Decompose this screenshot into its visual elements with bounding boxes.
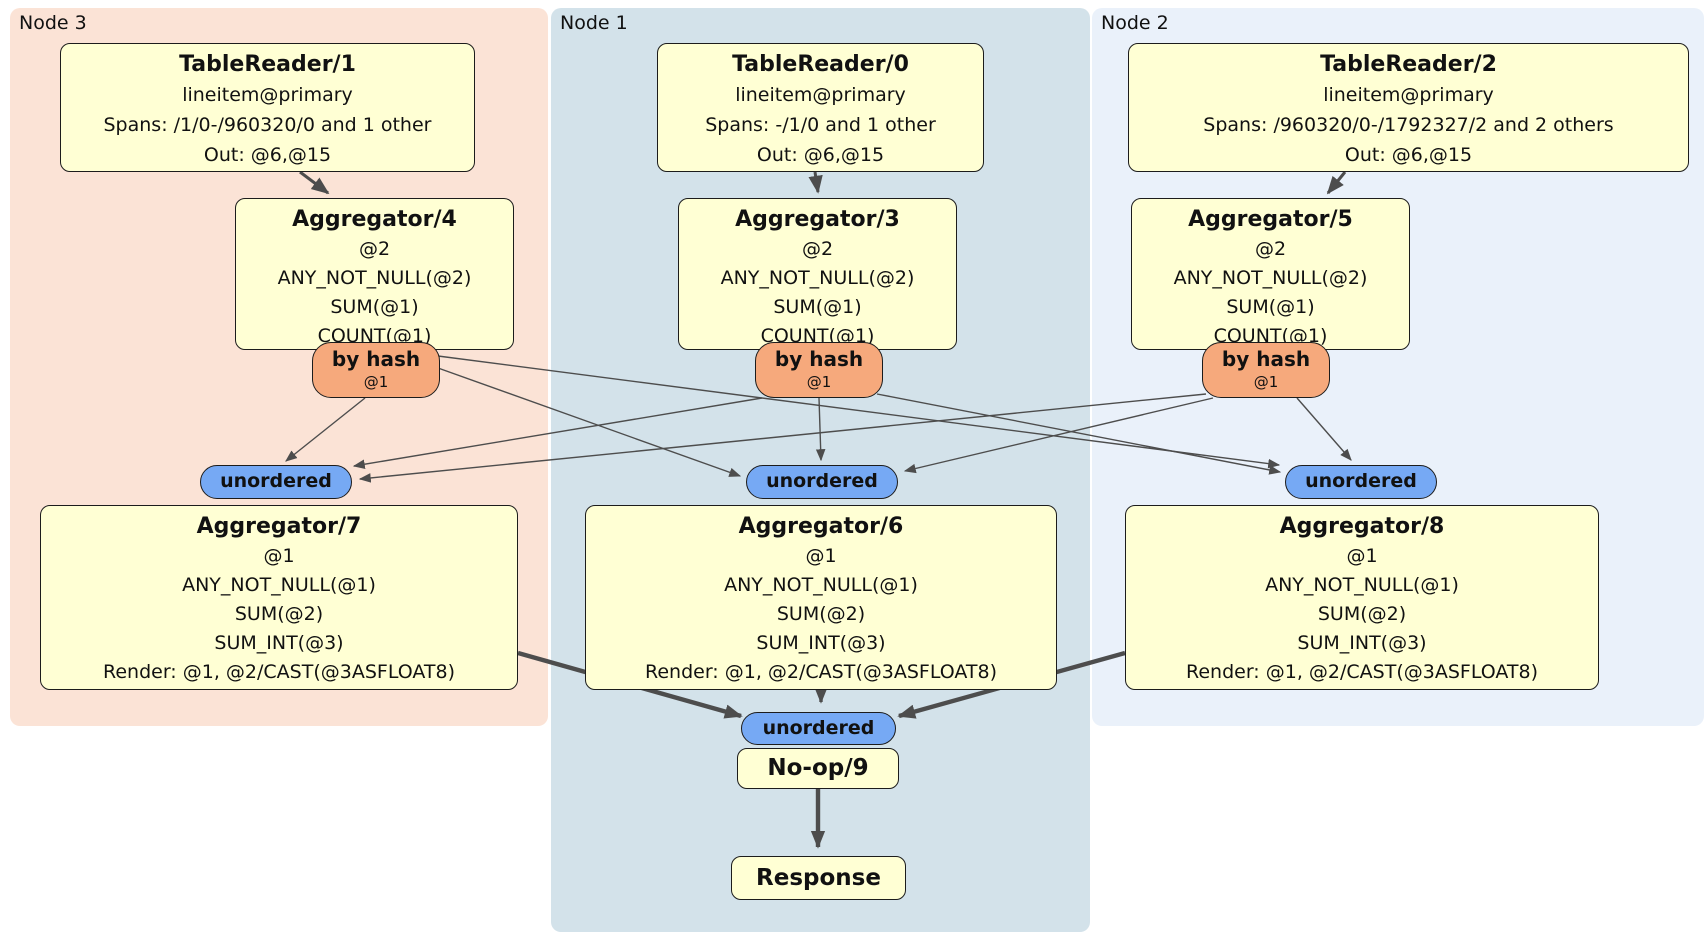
router-detail: @1: [1253, 373, 1279, 391]
processor-line: SUM(@1): [330, 296, 419, 318]
processor-line: Out: @6,@15: [1344, 144, 1473, 166]
processor-line: Spans: /960320/0-/1792327/2 and 2 others: [1203, 114, 1614, 136]
processor-line: Out: @6,@15: [756, 144, 885, 166]
processor-line: Render: @1, @2/CAST(@3ASFLOAT8): [103, 661, 455, 683]
processor-line: SUM(@2): [234, 603, 324, 625]
processor-line: SUM_INT(@3): [1297, 632, 1427, 654]
processor-line: COUNT(@1): [1213, 325, 1328, 347]
processor-aggregator-3: Aggregator/3 @2 ANY_NOT_NULL(@2) SUM(@1)…: [678, 198, 957, 350]
router-label: by hash: [774, 347, 864, 371]
processor-title: No-op/9: [767, 755, 869, 781]
processor-line: SUM(@1): [1226, 296, 1315, 318]
processor-line: @2: [358, 238, 391, 260]
sync-unordered-final: unordered: [741, 712, 896, 745]
processor-line: @2: [801, 238, 834, 260]
processor-line: SUM(@1): [773, 296, 862, 318]
processor-line: ANY_NOT_NULL(@1): [1265, 574, 1459, 596]
sync-unordered-middle: unordered: [746, 465, 898, 499]
response-box: Response: [731, 856, 906, 900]
processor-line: SUM_INT(@3): [756, 632, 886, 654]
processor-line: Render: @1, @2/CAST(@3ASFLOAT8): [645, 661, 997, 683]
processor-tablereader-2: TableReader/2 lineitem@primary Spans: /9…: [1128, 43, 1689, 172]
processor-line: ANY_NOT_NULL(@1): [182, 574, 376, 596]
processor-line: SUM(@2): [1317, 603, 1407, 625]
processor-line: @1: [1346, 545, 1378, 567]
processor-aggregator-7: Aggregator/7 @1 ANY_NOT_NULL(@1) SUM(@2)…: [40, 505, 518, 690]
sync-unordered-left: unordered: [200, 465, 352, 499]
processor-title: TableReader/0: [732, 52, 909, 77]
sync-unordered-right: unordered: [1285, 465, 1437, 499]
processor-line: SUM_INT(@3): [214, 632, 344, 654]
processor-title: Aggregator/5: [1188, 207, 1353, 232]
router-by-hash-left: by hash @1: [312, 342, 440, 398]
router-by-hash-middle: by hash @1: [755, 342, 883, 398]
processor-tablereader-1: TableReader/1 lineitem@primary Spans: /1…: [60, 43, 475, 172]
node-region-label: Node 2: [1101, 12, 1169, 34]
processor-title: Aggregator/7: [196, 514, 362, 539]
processor-line: Spans: /1/0-/960320/0 and 1 other: [103, 114, 432, 136]
router-label: by hash: [1221, 347, 1311, 371]
processor-line: @1: [263, 545, 295, 567]
processor-tablereader-0: TableReader/0 lineitem@primary Spans: -/…: [657, 43, 984, 172]
processor-line: ANY_NOT_NULL(@2): [720, 267, 915, 289]
processor-line: ANY_NOT_NULL(@2): [277, 267, 472, 289]
processor-line: lineitem@primary: [182, 84, 353, 106]
processor-line: @2: [1254, 238, 1287, 260]
processor-line: SUM(@2): [776, 603, 866, 625]
processor-aggregator-5: Aggregator/5 @2 ANY_NOT_NULL(@2) SUM(@1)…: [1131, 198, 1410, 350]
processor-title: Aggregator/4: [292, 207, 457, 232]
processor-line: COUNT(@1): [317, 325, 432, 347]
processor-noop-9: No-op/9: [737, 748, 899, 789]
processor-title: Aggregator/6: [738, 514, 904, 539]
processor-aggregator-6: Aggregator/6 @1 ANY_NOT_NULL(@1) SUM(@2)…: [585, 505, 1057, 690]
processor-line: Render: @1, @2/CAST(@3ASFLOAT8): [1186, 661, 1538, 683]
processor-line: ANY_NOT_NULL(@1): [724, 574, 918, 596]
processor-title: Response: [756, 864, 881, 891]
processor-aggregator-4: Aggregator/4 @2 ANY_NOT_NULL(@2) SUM(@1)…: [235, 198, 514, 350]
processor-title: Aggregator/3: [735, 207, 900, 232]
router-label: by hash: [331, 347, 421, 371]
processor-line: Spans: -/1/0 and 1 other: [705, 114, 936, 136]
processor-line: Out: @6,@15: [203, 144, 332, 166]
router-detail: @1: [806, 373, 832, 391]
node-region-label: Node 3: [19, 12, 87, 34]
processor-title: TableReader/1: [179, 52, 356, 77]
node-region-label: Node 1: [560, 12, 628, 34]
processor-title: TableReader/2: [1320, 52, 1497, 77]
processor-line: lineitem@primary: [1323, 84, 1494, 106]
processor-line: @1: [805, 545, 837, 567]
router-detail: @1: [363, 373, 389, 391]
processor-line: COUNT(@1): [760, 325, 875, 347]
processor-line: ANY_NOT_NULL(@2): [1173, 267, 1368, 289]
router-by-hash-right: by hash @1: [1202, 342, 1330, 398]
processor-line: lineitem@primary: [735, 84, 906, 106]
processor-title: Aggregator/8: [1279, 514, 1445, 539]
processor-aggregator-8: Aggregator/8 @1 ANY_NOT_NULL(@1) SUM(@2)…: [1125, 505, 1599, 690]
